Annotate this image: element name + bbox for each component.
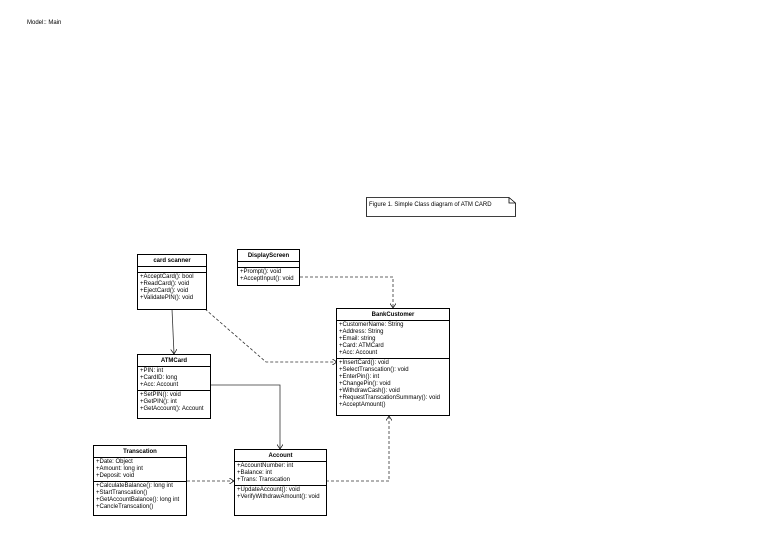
operation: +UpdateAccount(): void <box>237 487 300 493</box>
operation: +RequestTranscationSummary(): void <box>339 395 440 401</box>
attribute: +Trans: Transcation <box>237 477 290 483</box>
dependency-account-customer <box>326 416 389 482</box>
operation: +Prompt(): void <box>240 269 282 275</box>
association-atmcard-account <box>211 384 280 449</box>
dependency-scanner-customer <box>204 308 337 362</box>
attributes-section <box>238 262 299 268</box>
operation: +CalculateBalance(): long int <box>96 483 173 489</box>
operation: +StartTranscation() <box>96 490 148 496</box>
attributes-section: +PIN: int +CardID: long +Acc: Account <box>138 367 210 391</box>
operation: +CancleTranscation() <box>96 504 154 510</box>
operation: +GetPIN(): int <box>140 399 177 405</box>
attribute: +CustomerName: String <box>339 322 404 328</box>
attribute: +CardID: long <box>140 375 178 381</box>
attribute: +Card: ATMCard <box>339 343 384 349</box>
class-title: Transcation <box>94 446 186 458</box>
attribute: +AccountNumber: int <box>237 463 294 469</box>
attribute: +Email: string <box>339 336 376 342</box>
operation: +SetPIN(): void <box>140 392 181 398</box>
attribute: +Balance: int <box>237 470 272 476</box>
figure-note: Figure 1. Simple Class diagram of ATM CA… <box>366 197 515 216</box>
operation: +ValidatePIN(): void <box>140 295 194 301</box>
operation: +VerifyWithdrawAmount(): void <box>237 494 320 500</box>
operation: +AcceptCard(): bool <box>140 274 194 280</box>
operations-section: +UpdateAccount(): void +VerifyWithdrawAm… <box>235 486 326 502</box>
attribute: +Address: String <box>339 329 384 335</box>
attributes-section: +Date: Object +Amount: long int +Deposit… <box>94 458 186 482</box>
operation: +AcceptInput(): void <box>240 276 294 282</box>
operation: +AcceptAmount() <box>339 402 386 408</box>
operations-section: +AcceptCard(): bool +ReadCard(): void +E… <box>138 273 206 303</box>
attributes-section: +CustomerName: String +Address: String +… <box>337 321 449 359</box>
attributes-section: +AccountNumber: int +Balance: int +Trans… <box>235 462 326 486</box>
class-title: BankCustomer <box>337 309 449 321</box>
attribute: +PIN: int <box>140 368 164 374</box>
model-label: Model:: Main <box>27 20 62 26</box>
operation: +ReadCard(): void <box>140 281 190 287</box>
operations-section: +CalculateBalance(): long int +StartTran… <box>94 482 186 512</box>
operation: +WithdrawCash(): void <box>339 388 400 394</box>
operation: +EjectCard(): void <box>140 288 189 294</box>
class-bank-customer[interactable]: BankCustomer +CustomerName: String +Addr… <box>336 308 450 416</box>
class-title: card scanner <box>138 255 206 267</box>
class-display-screen[interactable]: DisplayScreen +Prompt(): void +AcceptInp… <box>237 249 300 286</box>
attribute: +Acc: Account <box>339 350 378 356</box>
class-transcation[interactable]: Transcation +Date: Object +Amount: long … <box>93 445 187 516</box>
operations-section: +Prompt(): void +AcceptInput(): void <box>238 268 299 284</box>
note-text: Figure 1. Simple Class diagram of ATM CA… <box>369 202 492 208</box>
association-scanner-atmcard <box>172 308 174 354</box>
dependency-display-customer <box>300 276 393 308</box>
class-title: DisplayScreen <box>238 250 299 262</box>
class-atm-card[interactable]: ATMCard +PIN: int +CardID: long +Acc: Ac… <box>137 354 211 419</box>
operations-section: +SetPIN(): void +GetPIN(): int +GetAccou… <box>138 391 210 414</box>
class-account[interactable]: Account +AccountNumber: int +Balance: in… <box>234 449 327 516</box>
class-title: ATMCard <box>138 355 210 367</box>
attribute: +Deposit: void <box>96 473 135 479</box>
operation: +GetAccount(): Account <box>140 406 204 412</box>
operation: +SelectTranscation(): void <box>339 367 409 373</box>
operation: +InsertCard(): void <box>339 360 389 366</box>
attributes-section <box>138 267 206 273</box>
operations-section: +InsertCard(): void +SelectTranscation()… <box>337 359 449 410</box>
operation: +EnterPin(): int <box>339 374 380 380</box>
operation: +ChangePin(): void <box>339 381 391 387</box>
attribute: +Date: Object <box>96 459 133 465</box>
attribute: +Amount: long int <box>96 466 143 472</box>
class-title: Account <box>235 450 326 462</box>
operation: +GetAccountBalance(): long int <box>96 497 180 503</box>
class-card-scanner[interactable]: card scanner +AcceptCard(): bool +ReadCa… <box>137 254 207 310</box>
note-shape <box>366 197 516 217</box>
attribute: +Acc: Account <box>140 382 179 388</box>
